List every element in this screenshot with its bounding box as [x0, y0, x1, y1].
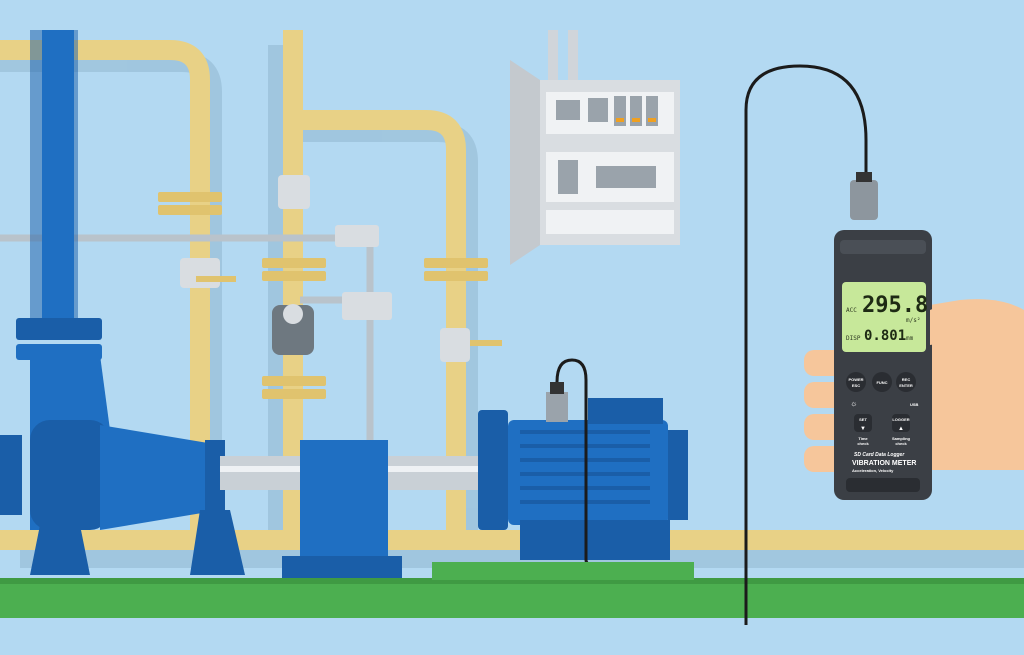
lcd-sub-unit: mm — [906, 335, 914, 342]
backlight-icon: ☼ — [850, 399, 857, 408]
logger-button[interactable] — [892, 414, 910, 432]
yellow-pipes — [0, 30, 1024, 550]
lcd-main-value: 295.8 — [862, 293, 928, 318]
func-label: FUNC — [876, 380, 887, 385]
shaft-coupling — [300, 440, 388, 562]
lcd-sub-value: 0.801 — [864, 328, 906, 344]
lcd-main-label: ACC — [846, 307, 857, 314]
model-name: VIBRATION METER — [852, 460, 916, 467]
sampling-label: Sampling — [892, 436, 911, 441]
pipe-valves — [180, 175, 502, 362]
rec-label: REC — [902, 377, 911, 382]
rec-sub-label: ENTER — [899, 383, 913, 388]
rec-button[interactable] — [896, 372, 916, 392]
meter-lcd — [842, 282, 926, 352]
up-arrow-icon: ▲ — [898, 426, 904, 432]
lcd-main-unit: m/s² — [906, 317, 920, 324]
thumb — [930, 303, 990, 345]
floor — [0, 562, 1024, 655]
func-button[interactable] — [872, 372, 892, 392]
power-button[interactable] — [846, 372, 866, 392]
down-arrow-icon: ▼ — [860, 426, 866, 432]
sampling-sub-label: check — [895, 441, 907, 446]
power-sub-label: ESC — [852, 383, 860, 388]
electrical-cabinet — [510, 30, 680, 265]
brand-line: SD Card Data Logger — [854, 452, 905, 458]
set-button[interactable] — [854, 414, 872, 432]
model-subtitle: Acceleration, Velocity — [852, 468, 894, 473]
lcd-sub-label: DISP — [846, 335, 861, 342]
usb-label: USB — [910, 402, 919, 407]
meter-cable — [744, 64, 868, 625]
time-label: Time — [858, 436, 868, 441]
blue-intake-pipe — [16, 30, 102, 360]
time-sub-label: check — [857, 441, 869, 446]
vibration-meter: ACC 295.8 m/s² DISP 0.801 mm POWER ESC F… — [834, 172, 932, 500]
logger-label: LOGGER — [892, 417, 909, 422]
pipe-flanges — [158, 192, 488, 399]
power-label: POWER — [848, 377, 863, 382]
set-label: SET — [859, 417, 867, 422]
